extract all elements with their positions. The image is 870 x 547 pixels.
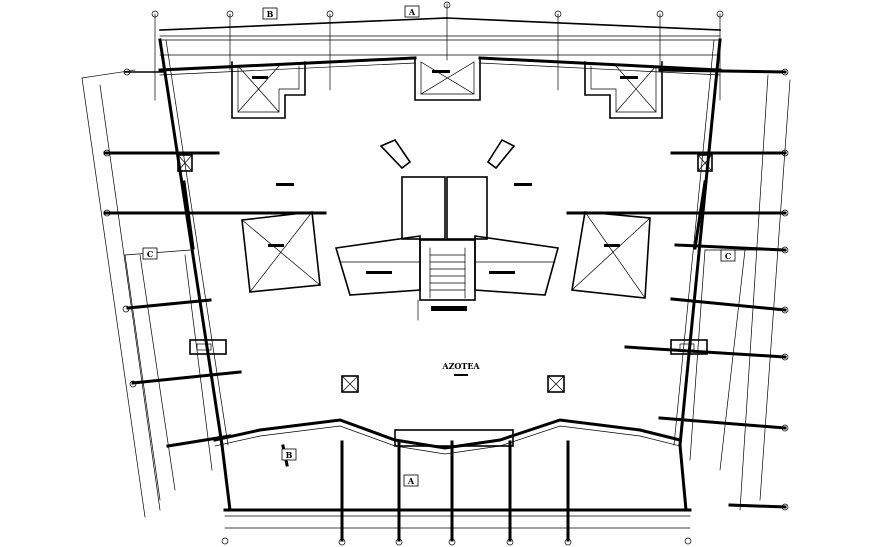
left-axis-lines [103, 68, 327, 448]
right-axis-lines [566, 68, 789, 511]
section-a-bottom-label: A [407, 476, 415, 486]
section-marker-c-left: C [142, 247, 158, 260]
section-marker-a-top: A [404, 5, 420, 18]
section-marker-c-right: C [720, 249, 736, 262]
top-grid-axes [151, 1, 724, 101]
bottom-facade [213, 418, 692, 546]
section-b-top-label: B [267, 9, 274, 19]
section-b-bottom-label: B [286, 450, 293, 460]
skylights [241, 211, 651, 393]
roof-label: AZOTEA [441, 361, 480, 371]
section-a-top-label: A [408, 7, 416, 17]
section-marker-b-bottom: B [281, 448, 297, 461]
section-c-right-label: C [725, 251, 731, 261]
section-marker-a-bottom: A [403, 474, 419, 487]
central-core [334, 138, 560, 321]
section-c-left-label: C [147, 249, 153, 259]
section-marker-b-top: B [262, 7, 278, 20]
top-facade-band [158, 17, 722, 76]
left-facade [81, 38, 229, 518]
note-marks [276, 183, 532, 376]
right-facade [670, 38, 791, 511]
top-balconies [231, 57, 663, 119]
